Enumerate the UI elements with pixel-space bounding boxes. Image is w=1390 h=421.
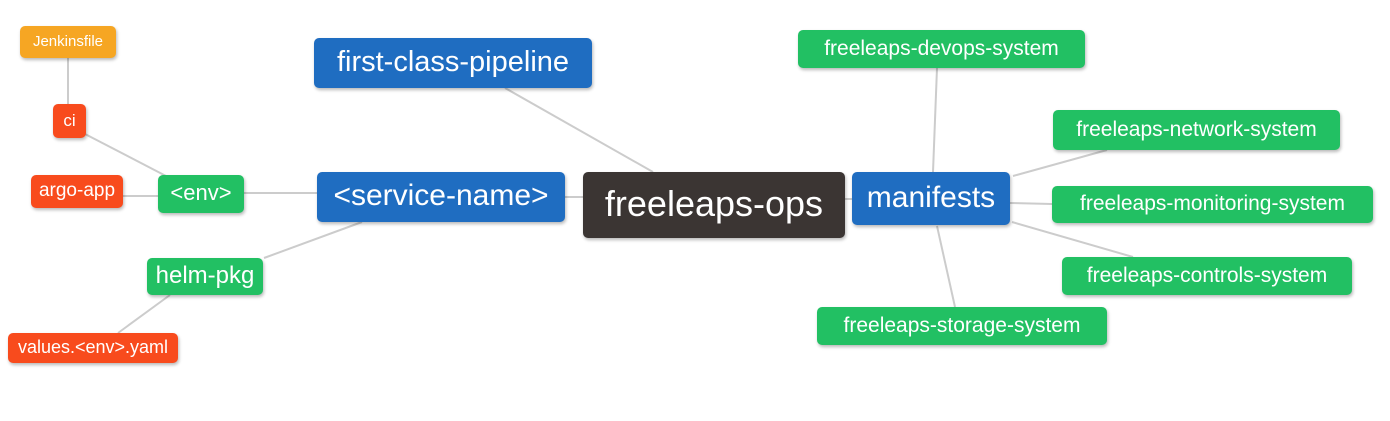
- node-service-name[interactable]: <service-name>: [317, 172, 565, 222]
- node-freeleaps-monitoring-system[interactable]: freeleaps-monitoring-system: [1052, 186, 1373, 223]
- node-freeleaps-ops[interactable]: freeleaps-ops: [583, 172, 845, 238]
- edge-helm-pkg-to-values-env-yaml: [117, 294, 171, 334]
- node-label: argo-app: [38, 180, 116, 201]
- node-label: freeleaps-storage-system: [843, 313, 1081, 337]
- node-label: manifests: [866, 180, 996, 214]
- node-label: freeleaps-network-system: [1076, 117, 1317, 141]
- edge-manifests-to-freeleaps-monitoring-system: [1009, 202, 1053, 205]
- node-env[interactable]: <env>: [158, 175, 244, 213]
- node-manifests[interactable]: manifests: [852, 172, 1010, 225]
- edge-freeleaps-devops-system-to-manifests: [932, 67, 938, 173]
- node-helm-pkg[interactable]: helm-pkg: [147, 258, 263, 295]
- node-label: freeleaps-ops: [604, 183, 824, 224]
- node-label: <env>: [170, 180, 232, 205]
- node-label: freeleaps-monitoring-system: [1080, 192, 1345, 215]
- edge-manifests-to-freeleaps-storage-system: [936, 225, 956, 308]
- node-values-env-yaml[interactable]: values.<env>.yaml: [8, 333, 178, 363]
- node-freeleaps-network-system[interactable]: freeleaps-network-system: [1053, 110, 1340, 150]
- node-label: values.<env>.yaml: [17, 337, 169, 357]
- node-argo-app[interactable]: argo-app: [31, 175, 123, 208]
- node-label: freeleaps-devops-system: [824, 36, 1059, 60]
- node-freeleaps-storage-system[interactable]: freeleaps-storage-system: [817, 307, 1107, 345]
- edge-freeleaps-network-system-to-manifests: [1012, 149, 1108, 177]
- node-label: Jenkinsfile: [32, 32, 104, 50]
- node-freeleaps-devops-system[interactable]: freeleaps-devops-system: [798, 30, 1085, 68]
- node-label: ci: [63, 110, 76, 130]
- edge-first-class-pipeline-to-freeleaps-ops: [504, 87, 654, 173]
- edge-ci-to-env: [84, 133, 167, 177]
- node-first-class-pipeline[interactable]: first-class-pipeline: [314, 38, 592, 88]
- node-label: freeleaps-controls-system: [1086, 263, 1328, 287]
- edge-service-name-to-helm-pkg: [263, 221, 363, 259]
- node-label: helm-pkg: [155, 261, 255, 289]
- node-ci[interactable]: ci: [53, 104, 86, 138]
- edge-manifests-to-freeleaps-controls-system: [1011, 221, 1134, 258]
- node-label: <service-name>: [333, 179, 549, 212]
- node-label: first-class-pipeline: [336, 45, 570, 78]
- node-freeleaps-controls-system[interactable]: freeleaps-controls-system: [1062, 257, 1352, 295]
- node-jenkinsfile[interactable]: Jenkinsfile: [20, 26, 116, 58]
